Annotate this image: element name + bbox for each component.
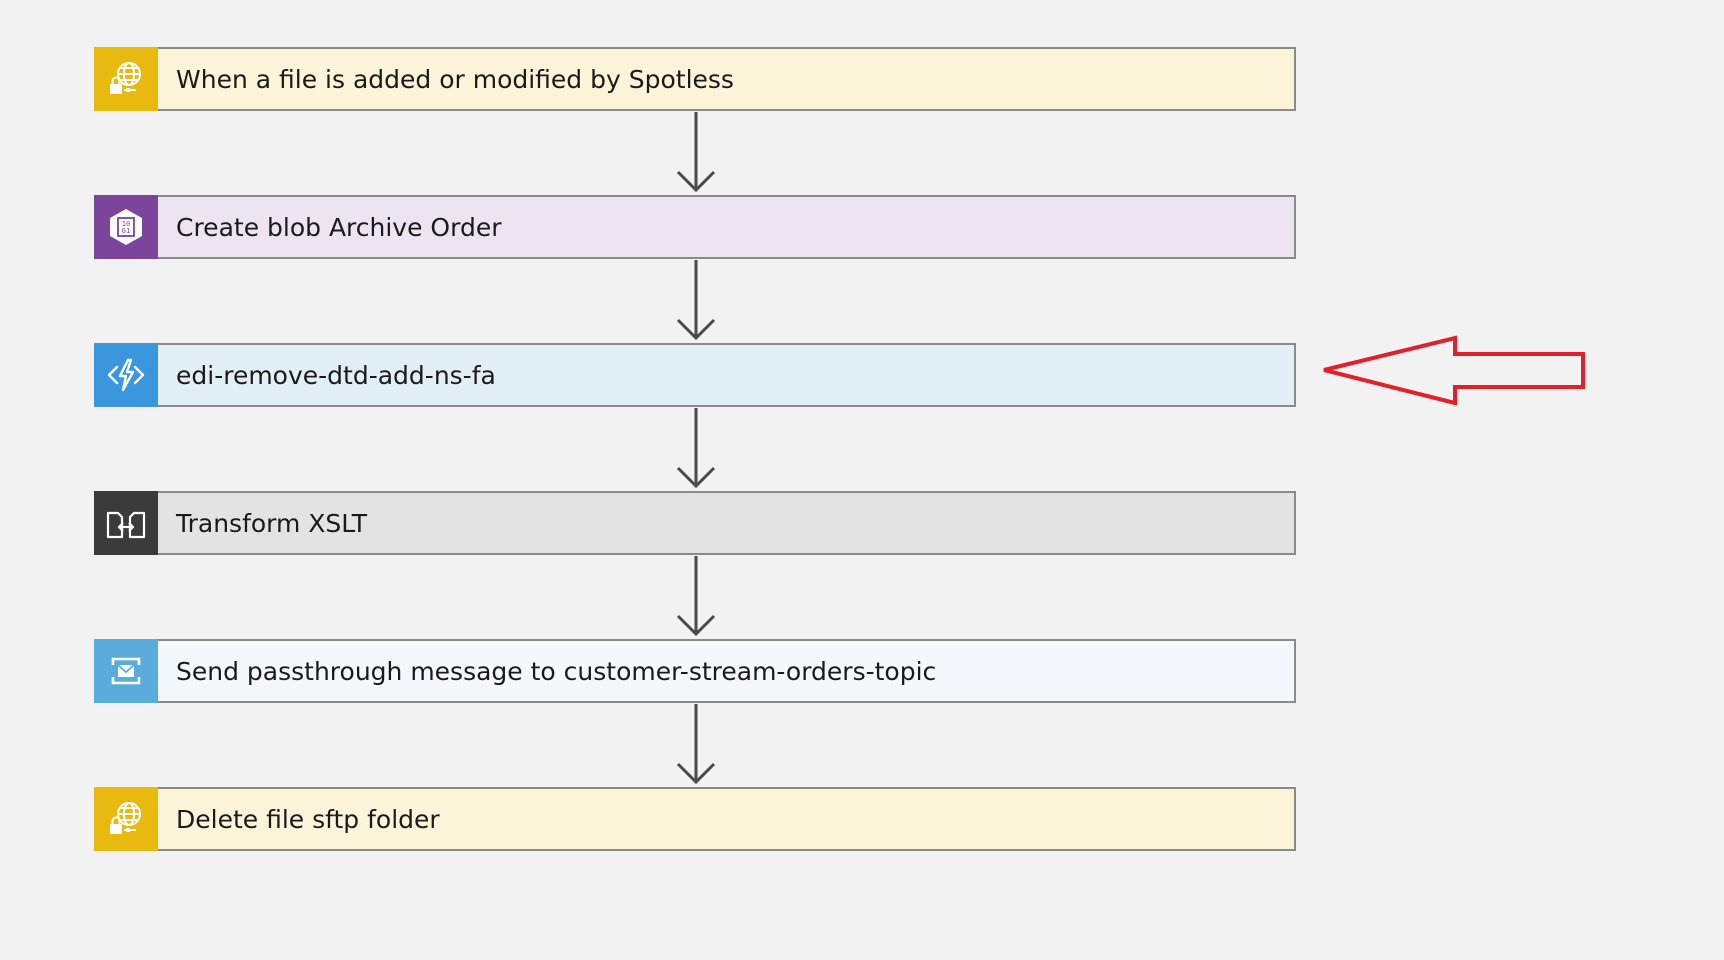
step-label: edi-remove-dtd-add-ns-fa	[176, 360, 496, 390]
step-label: When a file is added or modified by Spot…	[176, 64, 734, 94]
step-create-blob[interactable]: 10 01 Create blob Archive Order	[94, 195, 1296, 259]
service-bus-icon	[106, 651, 146, 691]
step-transform-xslt[interactable]: Transform XSLT	[94, 491, 1296, 555]
step-sftp-trigger[interactable]: When a file is added or modified by Spot…	[94, 47, 1296, 111]
red-callout-arrow-icon	[1323, 335, 1585, 406]
step-azure-function[interactable]: edi-remove-dtd-add-ns-fa	[94, 343, 1296, 407]
step-icon-box	[94, 491, 158, 555]
step-icon-box	[94, 787, 158, 851]
xslt-transform-icon	[106, 503, 146, 543]
sftp-globe-lock-icon	[106, 59, 146, 99]
blob-storage-icon: 10 01	[106, 207, 146, 247]
step-label: Create blob Archive Order	[176, 212, 502, 242]
flow-connector-arrow	[671, 704, 721, 788]
step-icon-box	[94, 47, 158, 111]
step-delete-sftp-file[interactable]: Delete file sftp folder	[94, 787, 1296, 851]
svg-text:01: 01	[122, 227, 130, 235]
step-service-bus-send[interactable]: Send passthrough message to customer-str…	[94, 639, 1296, 703]
step-icon-box	[94, 343, 158, 407]
step-label: Delete file sftp folder	[176, 804, 440, 834]
azure-function-icon	[106, 355, 146, 395]
flow-connector-arrow	[671, 556, 721, 640]
svg-text:10: 10	[122, 220, 130, 228]
step-label: Send passthrough message to customer-str…	[176, 656, 937, 686]
sftp-globe-lock-icon	[106, 799, 146, 839]
flow-connector-arrow	[671, 260, 721, 344]
flow-connector-arrow	[671, 408, 721, 492]
flow-connector-arrow	[671, 112, 721, 196]
step-label: Transform XSLT	[176, 508, 368, 538]
step-icon-box	[94, 639, 158, 703]
step-icon-box: 10 01	[94, 195, 158, 259]
